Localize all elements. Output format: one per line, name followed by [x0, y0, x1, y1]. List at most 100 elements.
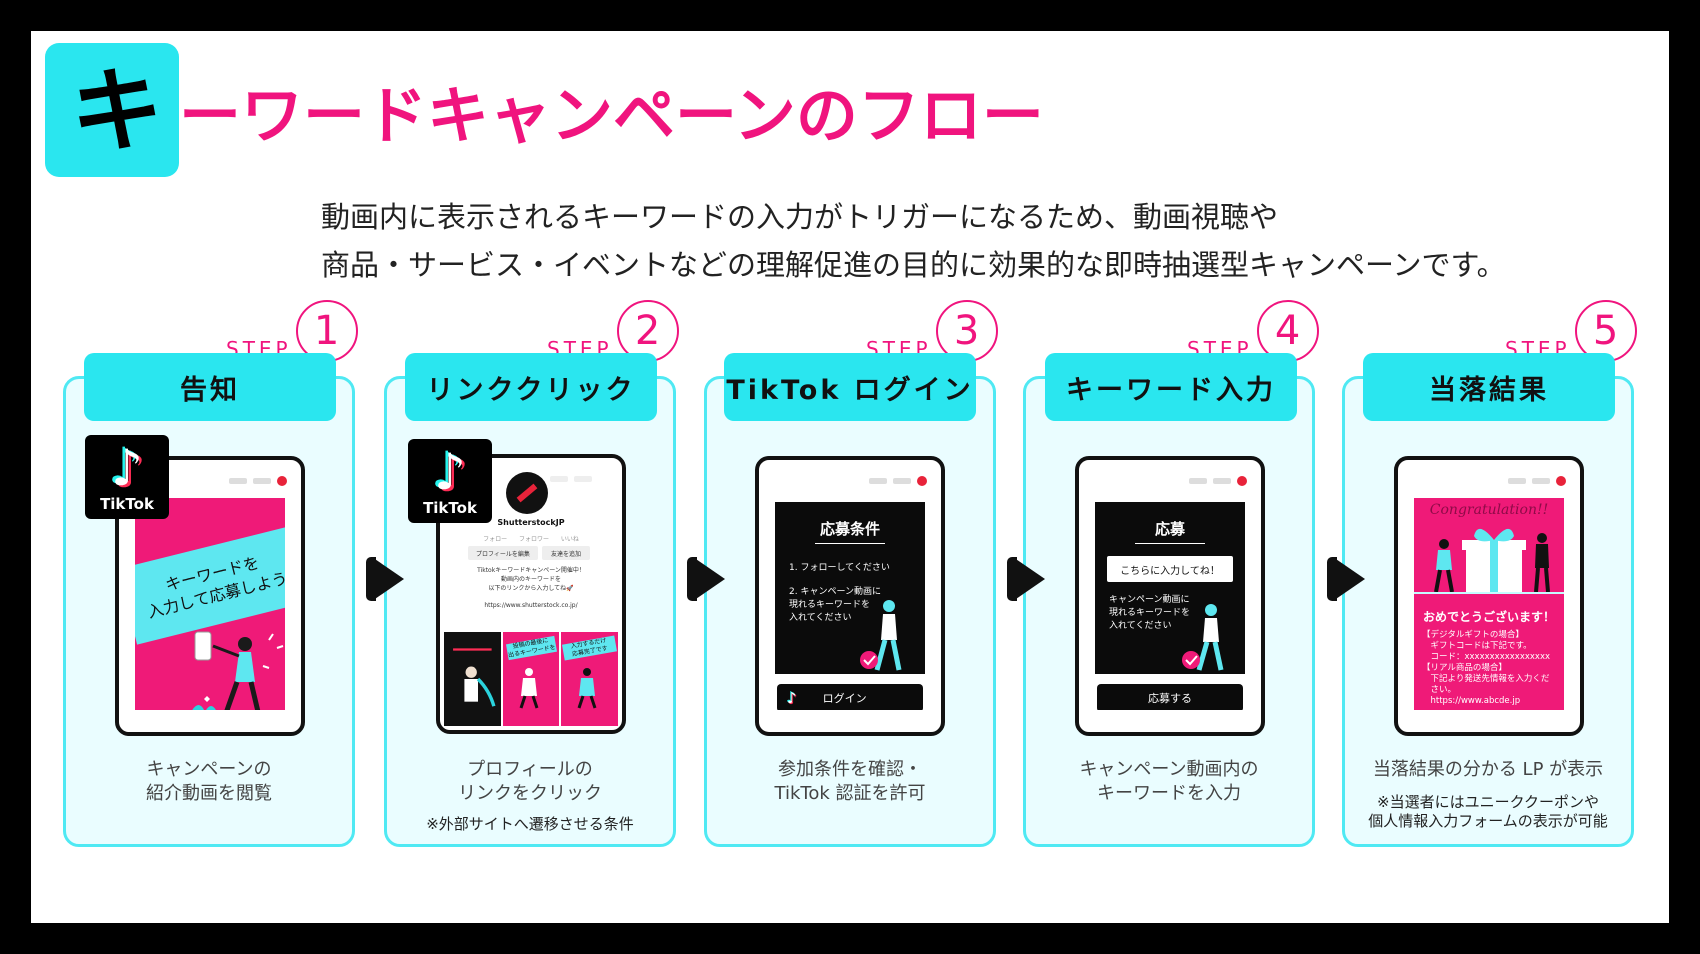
- congrats-heading: Congratulation!!: [1429, 502, 1549, 518]
- keyword-input[interactable]: こちらに入力してね！: [1107, 556, 1233, 582]
- step-label-3: STEP 3: [866, 300, 998, 362]
- phone-holding-person-illustration: [192, 631, 284, 710]
- detail-line: コード：xxxxxxxxxxxxxxxxx: [1422, 652, 1551, 662]
- bio-line: 動画内のキーワードを: [500, 576, 561, 583]
- screen-profile: ShutterstockJP フォロー フォロワー いいね プロフィールを編集 …: [444, 468, 618, 726]
- conditions-panel: 応募条件 1. フォローしてください 2. キャンペーン動画に 現れるキーワード…: [775, 502, 925, 674]
- step-number: 2: [616, 300, 679, 362]
- desc-line: キャンペーン動画内の: [1079, 759, 1259, 780]
- page-title: ーワードキャンペーンのフロー: [179, 79, 1044, 152]
- entry-panel: 応募 こちらに入力してね！ キャンペーン動画に 現れるキーワードを 入れてくださ…: [1095, 502, 1245, 674]
- result-link[interactable]: https://www.abcde.jp: [1422, 696, 1521, 706]
- tiktok-logo-text: TikTok: [100, 495, 154, 513]
- intro-line-2: 商品・サービス・イベントなどの理解促進の目的に効果的な即時抽選型キャンペーンです…: [321, 248, 1506, 282]
- video-tile[interactable]: [444, 632, 501, 726]
- submit-button[interactable]: 応募する: [1097, 684, 1243, 710]
- desc-line: リンクをクリック: [458, 783, 602, 804]
- step-number: 3: [935, 300, 998, 362]
- step-label-1: STEP 1: [226, 300, 358, 362]
- person-illustration: [860, 600, 902, 671]
- condition-line: 現れるキーワードを: [789, 600, 871, 610]
- tiktok-logo-text: TikTok: [423, 499, 477, 517]
- condition-1: 1. フォローしてください: [789, 563, 890, 573]
- step-number: 5: [1574, 300, 1637, 362]
- phone-mockup-3: 応募条件 1. フォローしてください 2. キャンペーン動画に 現れるキーワード…: [755, 456, 945, 736]
- step-description-4: キャンペーン動画内の キーワードを入力: [1023, 758, 1315, 806]
- video-grid: 投稿の最後に 出るキーワードを 入力するだけ 応募完了です: [444, 632, 618, 726]
- bio-line: Tiktokキーワードキャンペーン開催中！: [477, 567, 585, 574]
- profile-name: ShutterstockJP: [497, 518, 565, 527]
- note-line: 個人情報入力フォームの表示が可能: [1368, 812, 1608, 830]
- instruction-line: キャンペーン動画に: [1109, 595, 1190, 605]
- desc-line: キーワードを入力: [1097, 783, 1241, 804]
- note-line: ※当選者にはユニーククーポンや: [1377, 793, 1599, 811]
- instruction-line: 現れるキーワードを: [1109, 608, 1191, 618]
- tiktok-logo-icon: ♪TikTok: [408, 439, 492, 523]
- step-description-2: プロフィールの リンクをクリック: [384, 758, 676, 806]
- step-title-1: 告知: [84, 353, 336, 421]
- title-badge: キ: [45, 43, 179, 177]
- step-label-4: STEP 4: [1187, 300, 1319, 362]
- phone-mockup-2: ShutterstockJP フォロー フォロワー いいね プロフィールを編集 …: [436, 454, 626, 734]
- desc-line: プロフィールの: [467, 759, 593, 780]
- instruction-line: 入れてください: [1109, 621, 1172, 631]
- condition-2: 2. キャンペーン動画に 現れるキーワードを 入れてください: [789, 586, 881, 625]
- phone-mockup-5: Congratulation!! おめでとうございます！ 【デジタルギフトの場合…: [1394, 456, 1584, 736]
- desc-line: 紹介動画を閲覧: [146, 783, 272, 804]
- step-note-5: ※当選者にはユニーククーポンや 個人情報入力フォームの表示が可能: [1342, 793, 1634, 831]
- screen-conditions: 応募条件 1. フォローしてください 2. キャンペーン動画に 現れるキーワード…: [771, 498, 929, 710]
- record-dot-icon: [1556, 476, 1566, 486]
- title-first-char: キ: [70, 58, 163, 165]
- profile-stats: フォロー フォロワー いいね: [483, 536, 579, 543]
- result-header: おめでとうございます！: [1422, 610, 1555, 624]
- record-dot-icon: [1237, 476, 1247, 486]
- profile-bio: Tiktokキーワードキャンペーン開催中！ 動画内のキーワードを 以下のリンクか…: [444, 566, 618, 593]
- intro-line-1: 動画内に表示されるキーワードの入力がトリガーになるため、動画視聴や: [321, 200, 1279, 234]
- phone-mockup-1: キーワードを 入力して応募しよう: [115, 456, 305, 736]
- step-title-3: TikTok ログイン: [724, 353, 976, 421]
- bio-line: 以下のリンクから入力してね🚀: [488, 585, 574, 592]
- result-details: 【デジタルギフトの場合】 ギフトコードは下記です。 コード：xxxxxxxxxx…: [1422, 630, 1550, 707]
- edit-profile-button[interactable]: プロフィールを編集: [468, 546, 538, 560]
- arrow-right-icon: [366, 557, 404, 601]
- screen-result: Congratulation!! おめでとうございます！ 【デジタルギフトの場合…: [1414, 498, 1564, 710]
- desc-line: 参加条件を確認・: [778, 759, 922, 780]
- tiktok-note-icon: ♪: [787, 689, 797, 707]
- tiktok-logo-icon: ♪TikTok: [85, 435, 169, 519]
- step-description-5: 当落結果の分かる LP が表示: [1342, 758, 1634, 782]
- step-title-4: キーワード入力: [1045, 353, 1297, 421]
- phone-mockup-4: 応募 こちらに入力してね！ キャンペーン動画に 現れるキーワードを 入れてくださ…: [1075, 456, 1265, 736]
- step-number: 1: [295, 300, 358, 362]
- step-description-3: 参加条件を確認・ TikTok 認証を許可: [704, 758, 996, 806]
- add-friend-button[interactable]: 友達を追加: [542, 546, 590, 560]
- avatar: [506, 472, 548, 514]
- step-note-2: ※外部サイトへ遷移させる条件: [426, 815, 634, 833]
- arrow-right-icon: [1007, 557, 1045, 601]
- screen-announcement: キーワードを 入力して応募しよう: [135, 498, 285, 710]
- login-label: ログイン: [822, 692, 867, 705]
- tiktok-login-button[interactable]: ♪ ログイン: [777, 684, 923, 710]
- record-dot-icon: [917, 476, 927, 486]
- gift-illustration: [1434, 528, 1550, 593]
- entry-instructions: キャンペーン動画に 現れるキーワードを 入れてください: [1109, 594, 1190, 633]
- divider: [1414, 592, 1564, 594]
- arrow-right-icon: [1327, 557, 1365, 601]
- step-title-5: 当落結果: [1363, 353, 1615, 421]
- video-tile[interactable]: 投稿の最後に 出るキーワードを: [502, 632, 560, 726]
- video-tile[interactable]: 入力するだけ 応募完了です: [561, 632, 618, 726]
- condition-line: 2. キャンペーン動画に: [789, 587, 881, 597]
- intro-text: 動画内に表示されるキーワードの入力がトリガーになるため、動画視聴や 商品・サービ…: [321, 193, 1506, 289]
- step-number: 4: [1256, 300, 1319, 362]
- desc-line: 当落結果の分かる LP が表示: [1372, 759, 1604, 780]
- profile-link[interactable]: https://www.shutterstock.co.jp/: [484, 602, 578, 609]
- desc-line: キャンペーンの: [146, 759, 272, 780]
- entry-title: 応募: [1095, 518, 1245, 544]
- step-title-2: リンククリック: [405, 353, 657, 421]
- detail-line: 【リアル商品の場合】: [1422, 663, 1507, 673]
- arrow-right-icon: [687, 557, 725, 601]
- detail-line: 下記より発送先情報を入力くだ: [1422, 674, 1550, 684]
- desc-line: TikTok 認証を許可: [774, 783, 926, 804]
- person-illustration: [1182, 604, 1224, 671]
- screen-entry: 応募 こちらに入力してね！ キャンペーン動画に 現れるキーワードを 入れてくださ…: [1091, 498, 1249, 710]
- detail-line: さい。: [1422, 685, 1457, 695]
